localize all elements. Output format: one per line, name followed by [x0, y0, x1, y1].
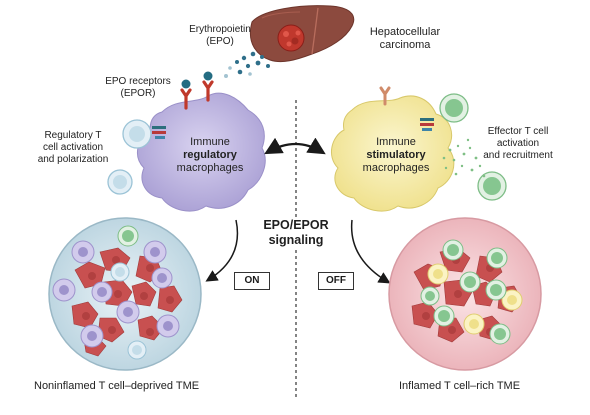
signaling-title: EPO/EPOR signaling: [258, 218, 334, 248]
regulatory-t-cell-icon: [110, 262, 147, 360]
stimulatory-macrophage-icon: [427, 263, 523, 335]
epo-label-line1: Erythropoietin: [189, 24, 251, 35]
left-tme-caption: Noninflamed T cell–deprived TME: [34, 380, 200, 392]
epo-molecules: [224, 51, 270, 78]
epo-label: Erythropoietin (EPO): [180, 24, 260, 48]
polarization-arrow: [264, 137, 326, 155]
stimulatory-macrophage-line1: Immune: [376, 136, 416, 148]
stimulatory-macrophage-label: Immune stimulatory macrophages: [346, 136, 446, 175]
signaling-title-line1: EPO/EPOR: [263, 218, 329, 232]
effector-t-cell-icon: [420, 239, 511, 345]
regulatory-macrophage-label: Immune regulatory macrophages: [160, 136, 260, 175]
epo-label-line2: (EPO): [206, 36, 234, 47]
regulatory-macrophage-line1: Immune: [190, 136, 230, 148]
receptor-icon-right: [379, 86, 434, 131]
effector-t-cell-icon: [117, 225, 139, 247]
epor-receptor-icon: [180, 71, 214, 110]
regulatory-t-cell-icon: [107, 119, 152, 195]
effector-t-cell-icon: [439, 93, 507, 201]
regulatory-macrophage-icon: [52, 240, 180, 348]
receptor-ligand-icon: [152, 126, 166, 139]
inflamed-tme: [388, 217, 542, 371]
teff-label: Effector T cell activation and recruitme…: [468, 126, 568, 162]
hcc-label-line1: Hepatocellular: [369, 26, 441, 38]
epor-label-line1: EPO receptors: [105, 76, 171, 87]
epor-label-line2: (EPOR): [120, 88, 156, 99]
on-state-badge: ON: [234, 272, 270, 290]
regulatory-macrophage-line2: regulatory: [183, 149, 237, 161]
signaling-title-line2: signaling: [268, 233, 324, 247]
treg-label-line3: and polarization: [37, 154, 109, 165]
treg-label: Regulatory T cell activation and polariz…: [28, 130, 118, 166]
hcc-label: Hepatocellular carcinoma: [360, 26, 450, 52]
teff-label-line2: activation: [496, 138, 540, 149]
stimulatory-macrophage-line2: stimulatory: [366, 149, 426, 161]
arrow-to-right-tme: [350, 219, 391, 284]
treg-label-line1: Regulatory T: [44, 130, 102, 141]
arrow-to-left-tme: [205, 219, 239, 282]
regulatory-macrophage-line3: macrophages: [176, 162, 244, 174]
hcc-label-line2: carcinoma: [379, 39, 431, 51]
noninflamed-tme: [48, 217, 202, 371]
teff-label-line3: and recruitment: [483, 150, 553, 161]
stimulatory-macrophage-line3: macrophages: [362, 162, 430, 174]
cytokine-dots: [442, 138, 486, 178]
treg-label-line2: cell activation: [42, 142, 104, 153]
liver-icon: [250, 5, 355, 63]
teff-label-line1: Effector T cell: [487, 126, 549, 137]
epor-label: EPO receptors (EPOR): [98, 76, 178, 100]
right-tme-caption: Inflamed T cell–rich TME: [399, 380, 521, 392]
off-state-badge: OFF: [318, 272, 354, 290]
